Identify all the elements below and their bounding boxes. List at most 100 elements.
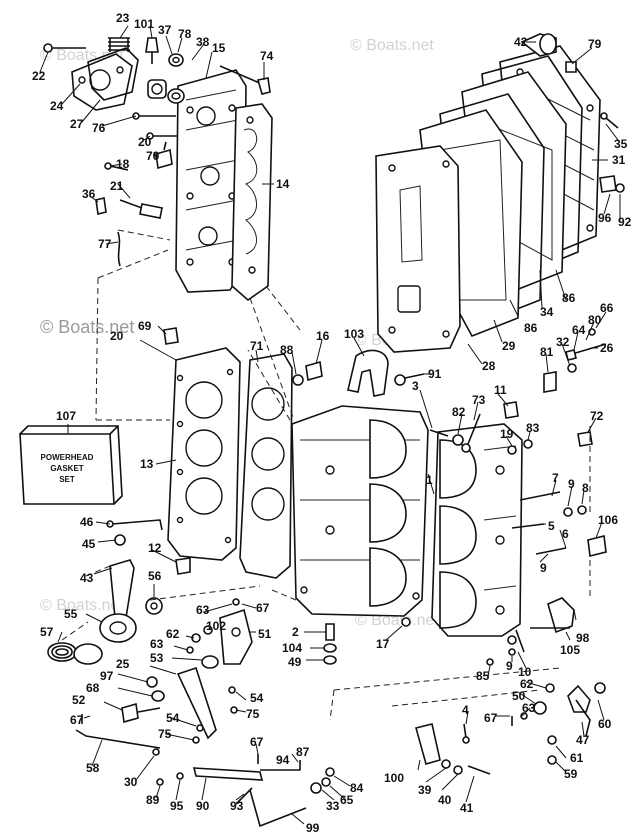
thermostat bbox=[147, 79, 167, 99]
callout: 104 bbox=[282, 641, 302, 655]
crankcase bbox=[431, 423, 523, 637]
callout: 32 bbox=[556, 335, 570, 349]
callout: 67 bbox=[256, 601, 270, 615]
callout: 61 bbox=[570, 751, 584, 765]
callout: 87 bbox=[296, 745, 310, 759]
callout: 97 bbox=[100, 669, 114, 683]
callout: 4 bbox=[462, 703, 469, 717]
bolt-17 bbox=[401, 617, 411, 627]
seal-ring bbox=[167, 88, 185, 104]
head-cover-gasket bbox=[231, 103, 273, 302]
shift-lever-90 bbox=[192, 767, 264, 781]
callout: 63 bbox=[150, 637, 164, 651]
callout: 93 bbox=[230, 799, 244, 813]
callout: 81 bbox=[540, 345, 554, 359]
callout: 35 bbox=[614, 137, 628, 151]
callout: 14 bbox=[276, 177, 290, 191]
callout: 79 bbox=[588, 37, 602, 51]
bolt-73 bbox=[461, 413, 481, 453]
callout: 62 bbox=[520, 677, 534, 691]
cylinder-head bbox=[167, 347, 241, 561]
kit-label-line-1: POWERHEAD bbox=[41, 453, 94, 462]
callout: 12 bbox=[148, 541, 162, 555]
callout: 82 bbox=[452, 405, 466, 419]
callout: 25 bbox=[116, 657, 130, 671]
callout: 50 bbox=[512, 689, 526, 703]
callout: 74 bbox=[260, 49, 274, 63]
fitting-72 bbox=[577, 431, 593, 447]
callout: 80 bbox=[588, 313, 602, 327]
callout: 47 bbox=[576, 733, 590, 747]
callout: 33 bbox=[326, 799, 340, 813]
bushing-97 bbox=[146, 676, 158, 688]
screw-85 bbox=[486, 658, 494, 666]
callout: 69 bbox=[138, 319, 152, 333]
screw-102 bbox=[203, 625, 213, 635]
callout: 100 bbox=[384, 771, 404, 785]
powerhead-gasket-set-box: POWERHEAD GASKET SET bbox=[19, 425, 123, 505]
callout: 34 bbox=[540, 305, 554, 319]
screw-83 bbox=[523, 439, 533, 449]
small-parts-89-95 bbox=[156, 772, 184, 786]
spring-55b bbox=[73, 643, 103, 665]
callout: 64 bbox=[572, 323, 586, 337]
callout: 73 bbox=[472, 393, 486, 407]
kit-label-line-2: GASKET bbox=[50, 464, 83, 473]
callout: 78 bbox=[178, 27, 192, 41]
clip-12 bbox=[175, 557, 191, 575]
callout: 63 bbox=[196, 603, 210, 617]
callout: 11 bbox=[494, 383, 507, 397]
callout: 36 bbox=[82, 187, 96, 201]
spacer-53 bbox=[201, 655, 219, 669]
washers-54-75a bbox=[192, 724, 204, 744]
spacer-68 bbox=[151, 690, 165, 702]
callout: 56 bbox=[148, 569, 162, 583]
nut-49 bbox=[323, 655, 337, 665]
callout: 1 bbox=[426, 473, 433, 487]
washer-63a bbox=[232, 598, 240, 606]
callout: 38 bbox=[196, 35, 210, 49]
callout: 84 bbox=[350, 781, 364, 795]
screw-20 bbox=[146, 132, 178, 140]
shift-rod-94-87 bbox=[260, 760, 301, 771]
callout: 67 bbox=[250, 735, 264, 749]
callout: 89 bbox=[146, 793, 160, 807]
callout: 103 bbox=[344, 327, 364, 341]
fitting-106 bbox=[587, 535, 607, 557]
bolt-7 bbox=[519, 491, 561, 501]
callout: 27 bbox=[70, 117, 84, 131]
callout: 2 bbox=[292, 625, 299, 639]
callout: 39 bbox=[418, 783, 432, 797]
washer-104 bbox=[323, 643, 337, 653]
watermark-faint: © Boats.net bbox=[355, 612, 439, 629]
callout: 99 bbox=[306, 821, 320, 835]
alignment-lines bbox=[61, 229, 591, 721]
callout: 24 bbox=[50, 99, 64, 113]
callout: 77 bbox=[98, 237, 112, 251]
leader-lines bbox=[39, 25, 621, 825]
callout: 9 bbox=[568, 477, 575, 491]
callout: 58 bbox=[86, 761, 100, 775]
bolt-91 bbox=[394, 373, 425, 386]
cam-55 bbox=[99, 613, 137, 643]
thermostat-gasket bbox=[87, 47, 139, 101]
callout: 8 bbox=[582, 481, 589, 495]
callout: 41 bbox=[460, 801, 474, 815]
callout: 54 bbox=[250, 691, 264, 705]
callout: 23 bbox=[116, 11, 130, 25]
dowel-pin-3 bbox=[429, 429, 449, 437]
screw-19 bbox=[507, 445, 517, 455]
callout: 92 bbox=[618, 215, 632, 229]
screw-79 bbox=[565, 61, 577, 73]
watermark-faint: © Boats.net bbox=[40, 597, 124, 614]
callout: 53 bbox=[150, 651, 164, 665]
callout: 29 bbox=[502, 339, 516, 353]
callout: 85 bbox=[476, 669, 490, 683]
washer-9-8 bbox=[563, 505, 587, 517]
callout: 51 bbox=[258, 627, 272, 641]
thermostat-spring bbox=[108, 37, 130, 52]
spark-plug-21 bbox=[119, 199, 163, 219]
callout: 43 bbox=[80, 571, 94, 585]
callout: 68 bbox=[86, 681, 100, 695]
